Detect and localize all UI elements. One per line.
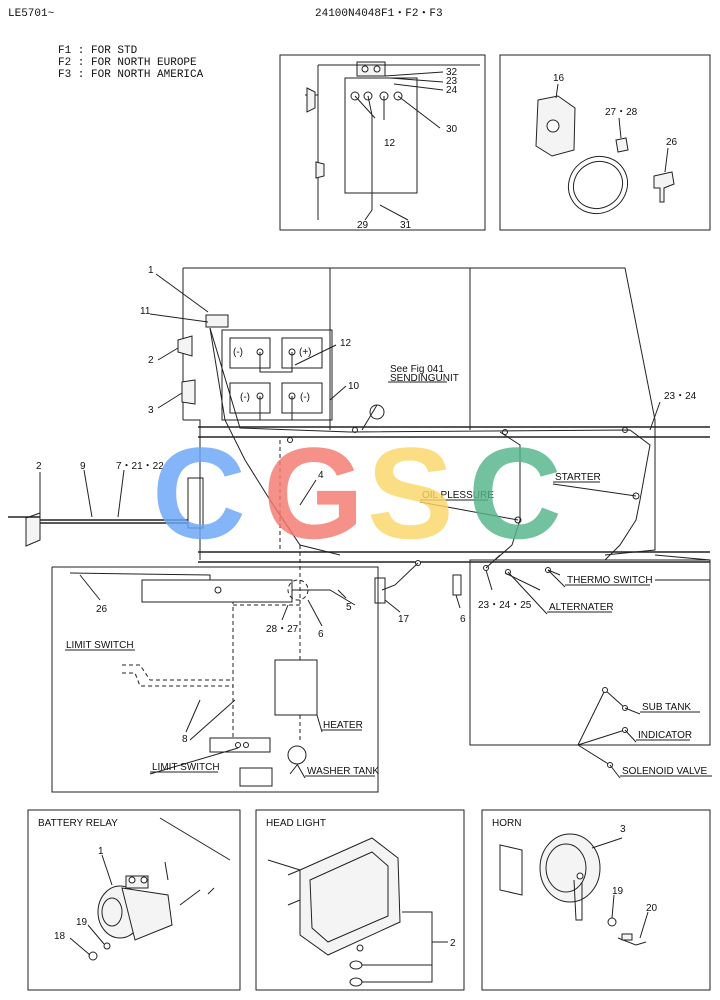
battery-terminal-3: (-) (240, 392, 250, 403)
callout-1: 1 (148, 265, 154, 276)
callout-10: 10 (348, 381, 360, 392)
cgsc-watermark: C G S C (152, 420, 562, 566)
callout-32: 32 (446, 67, 458, 78)
callout-11: 11 (140, 306, 151, 317)
legend-line-1: F1 : FOR STD (58, 45, 138, 57)
callout-26-main: 26 (96, 604, 108, 615)
watermark-letter-g: G (263, 420, 364, 566)
callout-2b: 2 (36, 461, 42, 472)
callout-5: 5 (346, 602, 352, 613)
callout-6a: 6 (318, 629, 324, 640)
callout-3: 3 (148, 405, 154, 416)
legend-line-3: F3 : FOR NORTH AMERICA (58, 69, 204, 81)
sub-tank-label: SUB TANK (642, 702, 691, 713)
indicator-label: INDICATOR (638, 730, 692, 741)
sending-unit-label: SENDINGUNIT (390, 373, 459, 384)
watermark-letter-s: S (367, 420, 454, 566)
callout-16: 16 (553, 73, 565, 84)
callout-27-28: 27・28 (605, 107, 638, 118)
limit-switch-label-2: LIMIT SWITCH (152, 762, 220, 773)
callout-23: 23 (446, 76, 458, 87)
battery-terminal-4: (-) (300, 392, 310, 403)
callout-30: 30 (446, 124, 458, 135)
callout-12-main: 12 (340, 338, 352, 349)
part-number: 24100N4048F1・F2・F3 (315, 8, 443, 20)
battery-relay-title: BATTERY RELAY (38, 818, 118, 829)
alternater-label: ALTERNATER (549, 602, 614, 613)
battery-terminal-1: (-) (233, 347, 243, 358)
horn-callout-20: 20 (646, 903, 658, 914)
callout-12: 12 (384, 138, 396, 149)
relay-callout-1: 1 (98, 846, 104, 857)
harness-wires (69, 327, 651, 740)
solenoid-valve-label: SOLENOID VALVE (622, 766, 708, 777)
horn-title: HORN (492, 818, 521, 829)
starter-label: STARTER (555, 472, 601, 483)
callout-23-24: 23・24 (664, 391, 697, 402)
relay-callout-19: 19 (76, 917, 88, 928)
horn-callout-19: 19 (612, 886, 624, 897)
sub-tank-wiring (577, 687, 628, 768)
watermark-letter-c2: C (468, 420, 562, 566)
thermo-switch-label: THERMO SWITCH (567, 575, 653, 586)
callout-8: 8 (182, 734, 188, 745)
callout-29: 29 (357, 220, 369, 231)
callout-17: 17 (398, 614, 410, 625)
battery-relay-inset: BATTERY RELAY 1 19 18 (27, 809, 241, 991)
main-callouts: 1 11 2 12 3 10 2 9 7・21・22 4 23・24 26 6 … (36, 265, 697, 745)
legend-line-2: F2 : FOR NORTH EUROPE (58, 57, 197, 69)
oil-pressure-label: OIL PLESSURE (422, 490, 494, 501)
heater-label: HEATER (323, 720, 363, 731)
callout-7-21-22: 7・21・22 (116, 461, 164, 472)
callout-26: 26 (666, 137, 678, 148)
headlight-callout-2: 2 (450, 938, 456, 949)
see-fig-label: See Fig 041 (390, 364, 444, 375)
washer-tank-label: WASHER TANK (307, 766, 379, 777)
battery-terminal-2: (+) (299, 347, 312, 358)
lower-left-box (51, 566, 379, 793)
callout-6b: 6 (460, 614, 466, 625)
bracket-detail-box: 16 27・28 26 (499, 54, 711, 231)
callout-31: 31 (400, 220, 412, 231)
head-light-title: HEAD LIGHT (266, 818, 326, 829)
callout-9: 9 (80, 461, 86, 472)
callout-28-27: 28・27 (266, 624, 299, 635)
callout-4: 4 (318, 470, 324, 481)
horn-callout-3: 3 (620, 824, 626, 835)
callout-24: 24 (446, 85, 458, 96)
component-labels: See Fig 041 SENDINGUNIT STARTER OIL PLES… (65, 364, 712, 779)
callout-23-24-25: 23・24・25 (478, 600, 532, 611)
relay-callout-18: 18 (54, 931, 66, 942)
head-light-inset: HEAD LIGHT 2 (255, 809, 465, 991)
horn-inset: HORN 3 19 20 (481, 809, 711, 991)
watermark-letter-c1: C (152, 420, 246, 566)
battery-detail-box: 32 23 24 12 30 29 31 (279, 54, 486, 231)
machine-body: (-) (+) (-) (-) (8, 267, 711, 746)
limit-switch-label-1: LIMIT SWITCH (66, 640, 134, 651)
callout-2a: 2 (148, 355, 154, 366)
doc-code: LE5701~ (8, 8, 55, 20)
